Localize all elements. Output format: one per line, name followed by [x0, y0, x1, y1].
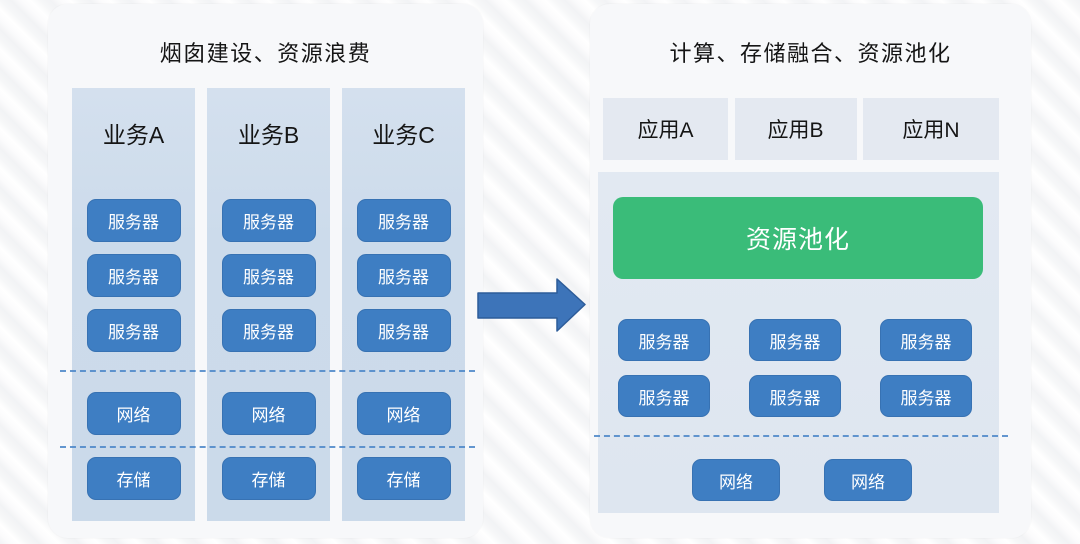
- network-box: 网络: [824, 459, 912, 501]
- server-box: 服务器: [86, 309, 181, 352]
- storage-box: 存储: [86, 457, 181, 500]
- business-c-label: 业务C: [372, 122, 435, 148]
- app-box-n: 应用N: [863, 98, 999, 160]
- server-box: 服务器: [356, 199, 451, 242]
- network-box: 网络: [221, 392, 316, 435]
- server-box: 服务器: [749, 375, 841, 417]
- app-row: 应用A 应用B 应用N: [603, 98, 999, 160]
- right-arrow-icon: [475, 275, 589, 335]
- resource-pool-panel: 资源池化 服务器 服务器 服务器 服务器 服务器 服务器 网络 网络: [594, 172, 1008, 513]
- server-box: 服务器: [749, 319, 841, 361]
- server-box: 服务器: [880, 375, 972, 417]
- network-box: 网络: [692, 459, 780, 501]
- pooled-architecture-card: 计算、存储融合、资源池化 应用A 应用B 应用N 资源池化 服务器 服务器 服务…: [590, 4, 1031, 538]
- app-box-b: 应用B: [734, 98, 857, 160]
- network-layer-separator-line: [594, 435, 1008, 437]
- server-box: 服务器: [221, 309, 316, 352]
- server-box: 服务器: [880, 319, 972, 361]
- business-column-a: 业务A 服务器 服务器 服务器 网络 存储: [72, 88, 195, 521]
- storage-box: 存储: [221, 457, 316, 500]
- server-box: 服务器: [356, 254, 451, 297]
- server-box: 服务器: [618, 319, 710, 361]
- server-box: 服务器: [221, 254, 316, 297]
- server-box: 服务器: [618, 375, 710, 417]
- storage-box: 存储: [356, 457, 451, 500]
- network-layer-separator-line: [60, 370, 475, 372]
- app-box-a: 应用A: [603, 98, 728, 160]
- business-column-b: 业务B 服务器 服务器 服务器 网络 存储: [207, 88, 330, 521]
- business-columns: 业务A 服务器 服务器 服务器 网络 存储 业务B 服务器 服务器 服务器 网络…: [72, 88, 465, 521]
- pool-server-row: 服务器 服务器 服务器: [618, 319, 972, 361]
- pool-server-row: 服务器 服务器 服务器: [618, 375, 972, 417]
- server-box: 服务器: [86, 199, 181, 242]
- network-box: 网络: [356, 392, 451, 435]
- right-panel-title: 计算、存储融合、资源池化: [669, 41, 952, 66]
- server-box: 服务器: [86, 254, 181, 297]
- resource-pool-box: 资源池化: [613, 197, 983, 279]
- business-b-label: 业务B: [237, 122, 300, 148]
- business-column-c: 业务C 服务器 服务器 服务器 网络 存储: [342, 88, 465, 521]
- silo-architecture-card: 烟囱建设、资源浪费 业务A 服务器 服务器 服务器 网络 存储 业务B 服务器 …: [48, 4, 483, 538]
- storage-layer-separator-line: [60, 446, 475, 448]
- server-box: 服务器: [356, 309, 451, 352]
- left-panel-title: 烟囱建设、资源浪费: [159, 41, 372, 66]
- business-a-label: 业务A: [102, 122, 165, 148]
- server-box: 服务器: [221, 199, 316, 242]
- network-box: 网络: [86, 392, 181, 435]
- pool-network-row: 网络 网络: [692, 459, 912, 501]
